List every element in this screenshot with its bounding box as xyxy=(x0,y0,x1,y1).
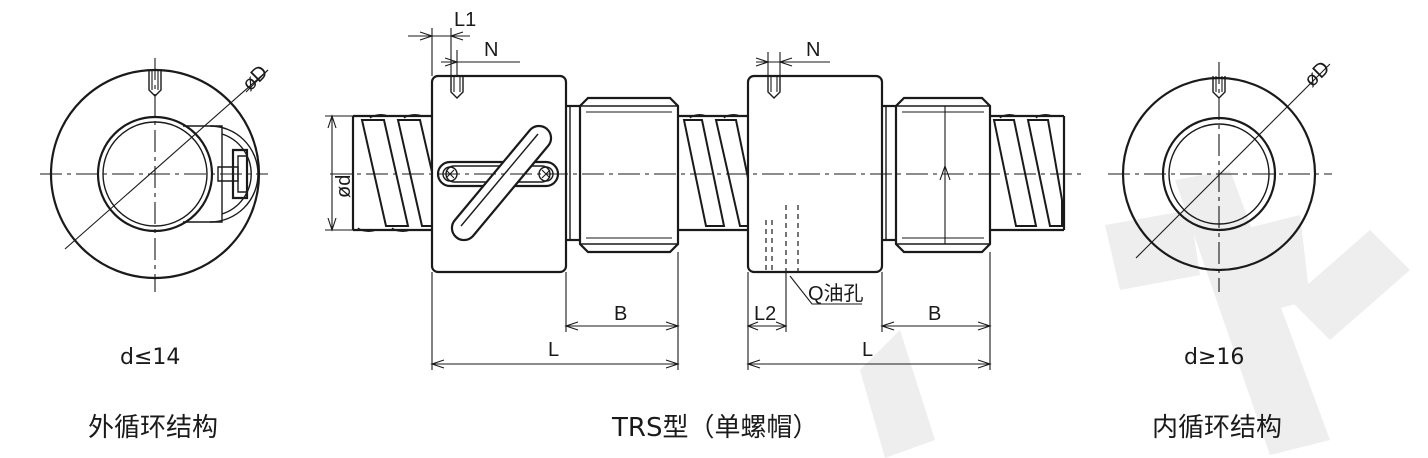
thread-collar-left xyxy=(578,96,680,254)
captions: d≤14 d≥16 外循环结构 TRS型（单螺帽） 内循环结构 xyxy=(88,345,1282,443)
B-label-right: B xyxy=(928,303,941,325)
L1-label: L1 xyxy=(454,9,476,31)
oil-hole-label: Q油孔 xyxy=(808,282,864,305)
left-end-view: øD xyxy=(40,58,272,292)
L2-label: L2 xyxy=(754,303,776,325)
left-title: 外循环结构 xyxy=(88,413,218,443)
diameter-D-label-right: øD xyxy=(1300,57,1334,91)
left-condition: d≤14 xyxy=(120,345,180,370)
thread-collar-right xyxy=(894,96,992,254)
screw-threads-right xyxy=(990,114,1066,232)
lube-hole-left xyxy=(450,76,464,99)
right-title: 内循环结构 xyxy=(1152,413,1282,443)
screw-threads-left xyxy=(351,114,433,232)
tube-clamp xyxy=(231,148,249,200)
shaft-diameter-label: ød xyxy=(333,175,355,198)
diameter-D-label-left: øD xyxy=(238,61,272,95)
B-label-left: B xyxy=(614,303,627,325)
lube-hole-right xyxy=(767,76,781,99)
N-label-right: N xyxy=(806,39,820,61)
nut-assembly xyxy=(330,74,1082,274)
L-label-right: L xyxy=(862,339,873,361)
dimensions: ød L1 N N B L L2 xyxy=(325,9,992,370)
N-label-left: N xyxy=(484,39,498,61)
watermark xyxy=(860,170,1410,458)
right-condition: d≥16 xyxy=(1184,345,1244,370)
center-title: TRS型（单螺帽） xyxy=(611,413,818,443)
L-label-left: L xyxy=(548,339,559,361)
screw-threads-middle xyxy=(678,114,749,232)
